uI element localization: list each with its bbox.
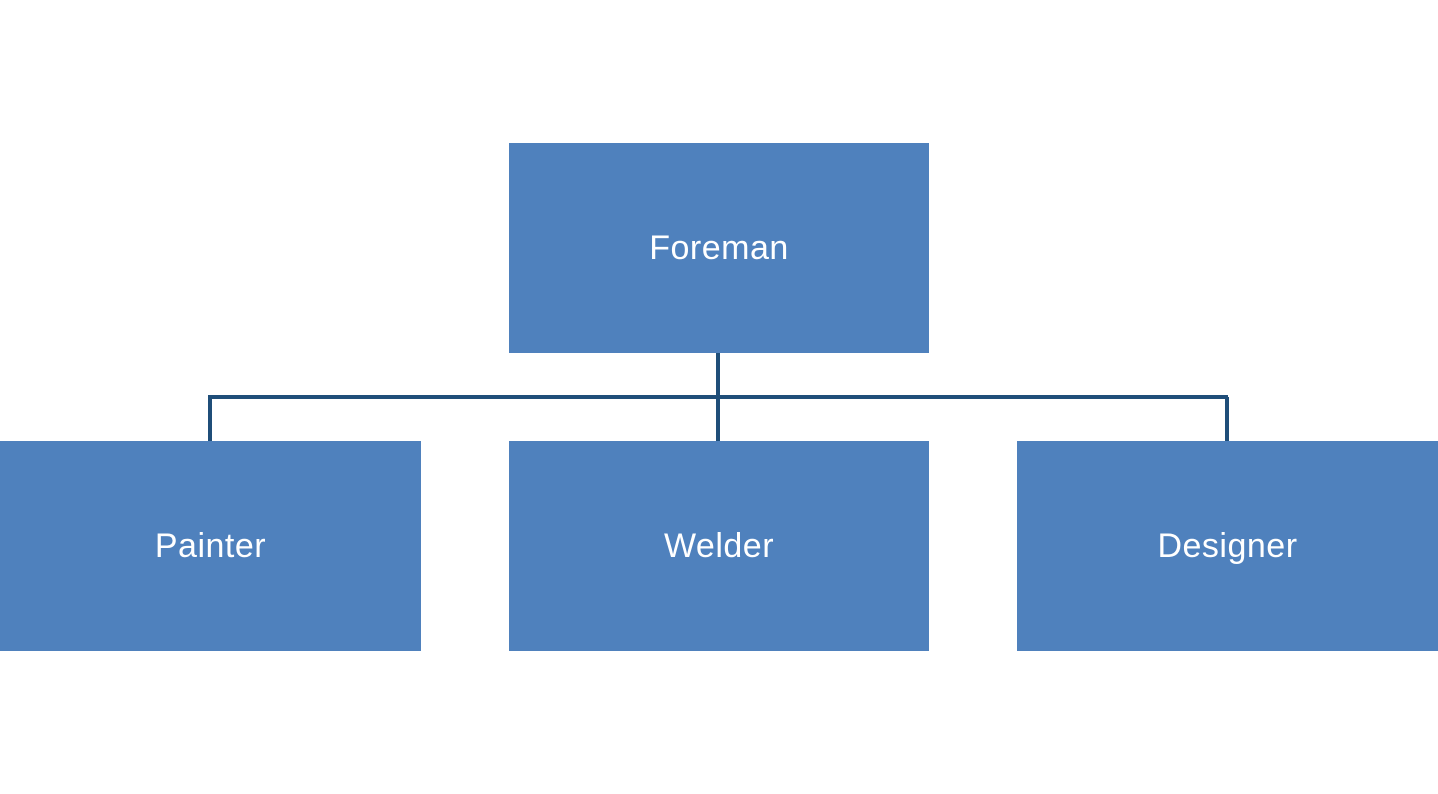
- org-node-welder[interactable]: Welder: [509, 441, 929, 651]
- org-node-label: Painter: [154, 526, 267, 565]
- org-node-label: Foreman: [649, 228, 789, 267]
- org-node-painter[interactable]: Painter: [0, 441, 421, 651]
- org-node-label: Welder: [663, 526, 775, 565]
- org-node-label: Designer: [1157, 526, 1298, 565]
- org-node-designer[interactable]: Designer: [1017, 441, 1438, 651]
- org-node-foreman[interactable]: Foreman: [509, 143, 929, 353]
